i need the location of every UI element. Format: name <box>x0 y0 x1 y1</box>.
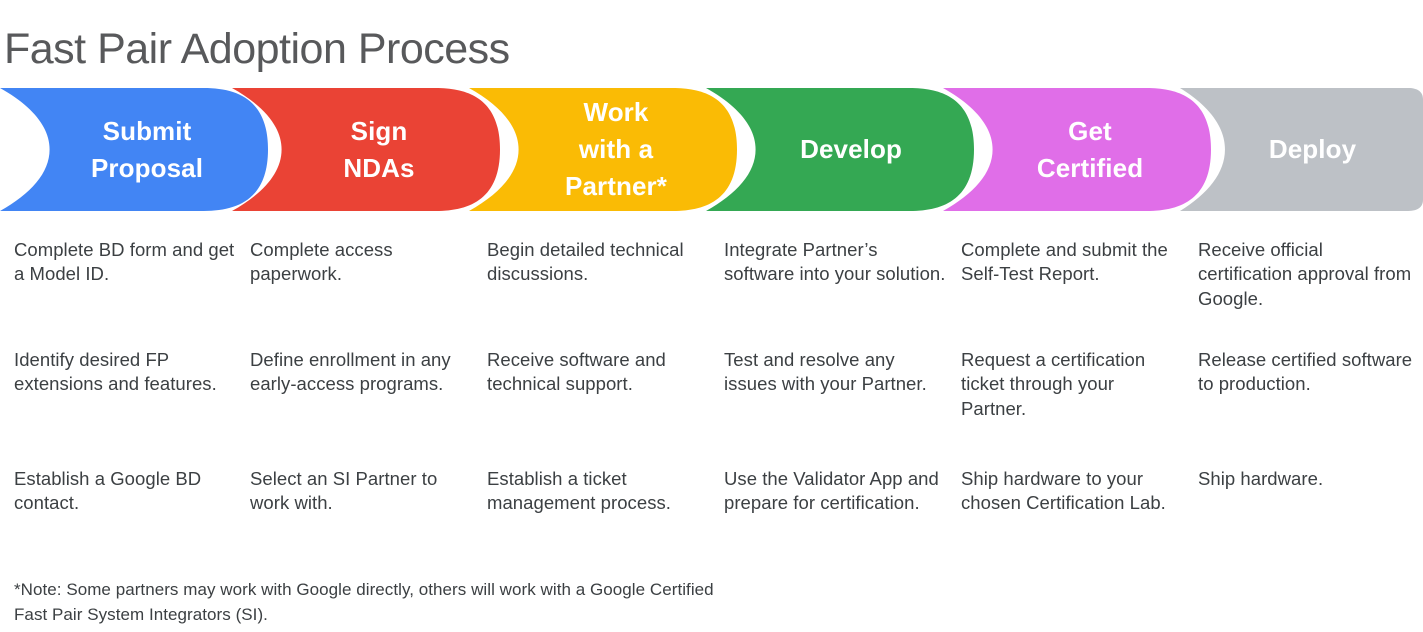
list-item: Begin detailed technical discussions. <box>487 239 684 285</box>
list-item: Request a certification ticket through y… <box>961 349 1146 419</box>
list-item: Complete BD form and get a Model ID. <box>14 239 235 285</box>
list-item: Release certified software to production… <box>1198 349 1413 395</box>
list-item: Receive software and technical support. <box>487 349 666 395</box>
list-item: Ship hardware. <box>1198 468 1324 489</box>
chevron-step-1[interactable]: Submit Proposal <box>0 88 268 211</box>
list-item: Integrate Partner’s software into your s… <box>724 239 946 285</box>
list-item: Select an SI Partner to work with. <box>250 468 438 514</box>
chevron-step-2[interactable]: Sign NDAs <box>232 88 500 211</box>
list-item: Complete access paperwork. <box>250 239 393 285</box>
list-item: Identify desired FP extensions and featu… <box>14 349 217 395</box>
chevron-label-6: Deploy <box>1268 134 1357 165</box>
chevron-label-4: Develop <box>800 134 902 165</box>
list-item: Establish a Google BD contact. <box>14 468 202 514</box>
footnote-text: *Note: Some partners may work with Googl… <box>14 580 714 624</box>
chevron-label-3: Work with a Partner* <box>565 97 667 201</box>
list-item: Ship hardware to your chosen Certificati… <box>961 468 1166 514</box>
chevron-step-6[interactable]: Deploy <box>1180 88 1423 211</box>
list-item: Establish a ticket management process. <box>487 468 671 514</box>
chevron-step-5[interactable]: Get Certified <box>943 88 1211 211</box>
chevron-label-1: Submit Proposal <box>90 115 204 183</box>
list-item: Receive official certification approval … <box>1198 239 1412 309</box>
chevron-label-5: Get Certified <box>1036 115 1144 183</box>
list-item: Complete and submit the Self-Test Report… <box>961 239 1168 285</box>
list-item: Use the Validator App and prepare for ce… <box>724 468 939 514</box>
chevron-step-4[interactable]: Develop <box>706 88 974 211</box>
list-item: Test and resolve any issues with your Pa… <box>724 349 927 395</box>
chevron-label-2: Sign NDAs <box>343 115 415 183</box>
page-title: Fast Pair Adoption Process <box>4 24 510 73</box>
list-item: Define enrollment in any early-access pr… <box>250 349 451 395</box>
process-chevron-band: Submit Proposal Sign NDAs Work with a Pa… <box>0 88 1423 211</box>
chevron-step-3[interactable]: Work with a Partner* <box>469 88 737 211</box>
